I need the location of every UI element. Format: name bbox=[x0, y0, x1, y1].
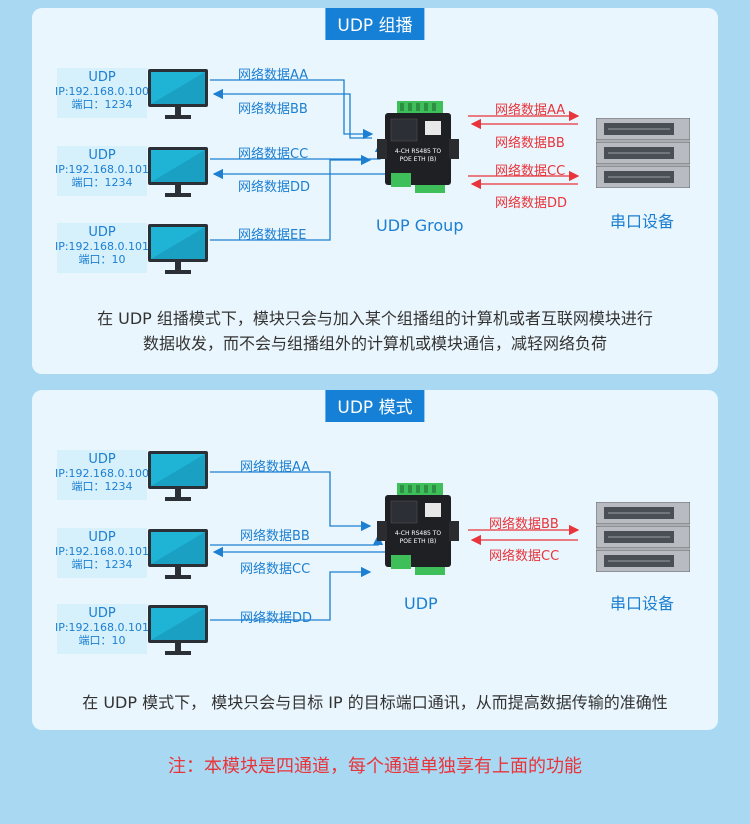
host-name: UDP bbox=[88, 148, 116, 163]
host-name: UDP bbox=[88, 70, 116, 85]
module-label: UDP Group bbox=[376, 216, 464, 235]
host-info: UDP IP:192.168.0.100 端口：1234 bbox=[47, 70, 157, 111]
message-label: 网络数据BB bbox=[495, 136, 565, 151]
module-line1: 4-CH RS485 TO bbox=[394, 530, 442, 537]
message-label: 网络数据DD bbox=[240, 611, 313, 626]
serial-device-label: 串口设备 bbox=[610, 594, 675, 613]
monitor-icon bbox=[148, 69, 208, 119]
host-box bbox=[57, 604, 147, 654]
monitor-icon bbox=[148, 529, 208, 579]
host-port: 端口：1234 bbox=[71, 558, 133, 571]
host-name: UDP bbox=[88, 452, 116, 467]
module-line2: POE ETH (B) bbox=[399, 156, 437, 163]
host-ip: IP:192.168.0.101 bbox=[54, 545, 150, 558]
message-label: 网络数据BB bbox=[240, 529, 310, 544]
host-ip: IP:192.168.0.101 bbox=[54, 240, 150, 253]
serial-device-label: 串口设备 bbox=[610, 212, 675, 231]
host-info: UDP IP:192.168.0.100 端口：1234 bbox=[47, 452, 157, 493]
host-info: UDP IP:192.168.0.101 端口：1234 bbox=[47, 148, 157, 189]
host-port: 端口：10 bbox=[78, 634, 126, 647]
rs485-poe-module-image bbox=[377, 483, 459, 575]
host-ip: IP:192.168.0.101 bbox=[54, 163, 150, 176]
message-label: 网络数据DD bbox=[495, 196, 568, 211]
message-label: 网络数据CC bbox=[489, 549, 560, 564]
panel-title: UDP 组播 bbox=[325, 8, 425, 40]
udp-group-panel: UDP 组播 UDP IP:192.168.0.100 端口：1234 UDP … bbox=[32, 8, 718, 374]
message-label: 网络数据CC bbox=[495, 164, 566, 179]
host-name: UDP bbox=[88, 225, 116, 240]
message-label: 网络数据CC bbox=[238, 147, 309, 162]
host-port: 端口：1234 bbox=[71, 176, 133, 189]
host-port: 端口：1234 bbox=[71, 480, 133, 493]
module-model-text: 4-CH RS485 TO POE ETH (B) bbox=[390, 148, 446, 164]
host-ip: IP:192.168.0.100 bbox=[54, 85, 150, 98]
host-box bbox=[57, 528, 147, 578]
host-port: 端口：1234 bbox=[71, 98, 133, 111]
message-label: 网络数据AA bbox=[240, 460, 311, 475]
server-rack-icon bbox=[596, 118, 690, 188]
host-info: UDP IP:192.168.0.101 端口：10 bbox=[47, 606, 157, 647]
message-label: 网络数据DD bbox=[238, 180, 311, 195]
message-label: 网络数据BB bbox=[238, 102, 308, 117]
host-box bbox=[57, 223, 147, 273]
host-name: UDP bbox=[88, 530, 116, 545]
host-box bbox=[57, 68, 147, 118]
description: 在 UDP 模式下， 模块只会与目标 IP 的目标端口通讯，从而提高数据传输的准… bbox=[82, 693, 668, 712]
description-line: 数据收发，而不会与组播组外的计算机或模块通信，减轻网络负荷 bbox=[142, 334, 607, 353]
host-info: UDP IP:192.168.0.101 端口：10 bbox=[47, 225, 157, 266]
module-model-text: 4-CH RS485 TO POE ETH (B) bbox=[390, 530, 446, 546]
monitor-icon bbox=[148, 224, 208, 274]
monitor-icon bbox=[148, 605, 208, 655]
footnote: 注：本模块是四通道，每个通道单独享有上面的功能 bbox=[168, 756, 582, 777]
message-label: 网络数据AA bbox=[495, 103, 566, 118]
message-label: 网络数据AA bbox=[238, 68, 309, 83]
monitor-icon bbox=[148, 451, 208, 501]
message-label: 网络数据EE bbox=[238, 228, 307, 243]
message-label: 网络数据CC bbox=[240, 562, 311, 577]
host-box bbox=[57, 146, 147, 196]
rs485-poe-module-image bbox=[377, 101, 459, 193]
description-line: 在 UDP 组播模式下，模块只会与加入某个组播组的计算机或者互联网模块进行 bbox=[97, 309, 653, 328]
udp-mode-panel: UDP 模式 UDP IP:192.168.0.100 端口：1234 UDP … bbox=[32, 390, 718, 730]
server-rack-icon bbox=[596, 502, 690, 572]
host-port: 端口：10 bbox=[78, 253, 126, 266]
host-name: UDP bbox=[88, 606, 116, 621]
monitor-icon bbox=[148, 147, 208, 197]
host-info: UDP IP:192.168.0.101 端口：1234 bbox=[47, 530, 157, 571]
module-line1: 4-CH RS485 TO bbox=[394, 148, 442, 155]
description: 在 UDP 组播模式下，模块只会与加入某个组播组的计算机或者互联网模块进行 数据… bbox=[32, 306, 718, 356]
host-ip: IP:192.168.0.100 bbox=[54, 467, 150, 480]
message-label: 网络数据BB bbox=[489, 517, 559, 532]
host-box bbox=[57, 450, 147, 500]
module-line2: POE ETH (B) bbox=[399, 538, 437, 545]
panel-title: UDP 模式 bbox=[325, 390, 425, 422]
module-label: UDP bbox=[404, 594, 438, 613]
host-ip: IP:192.168.0.101 bbox=[54, 621, 150, 634]
